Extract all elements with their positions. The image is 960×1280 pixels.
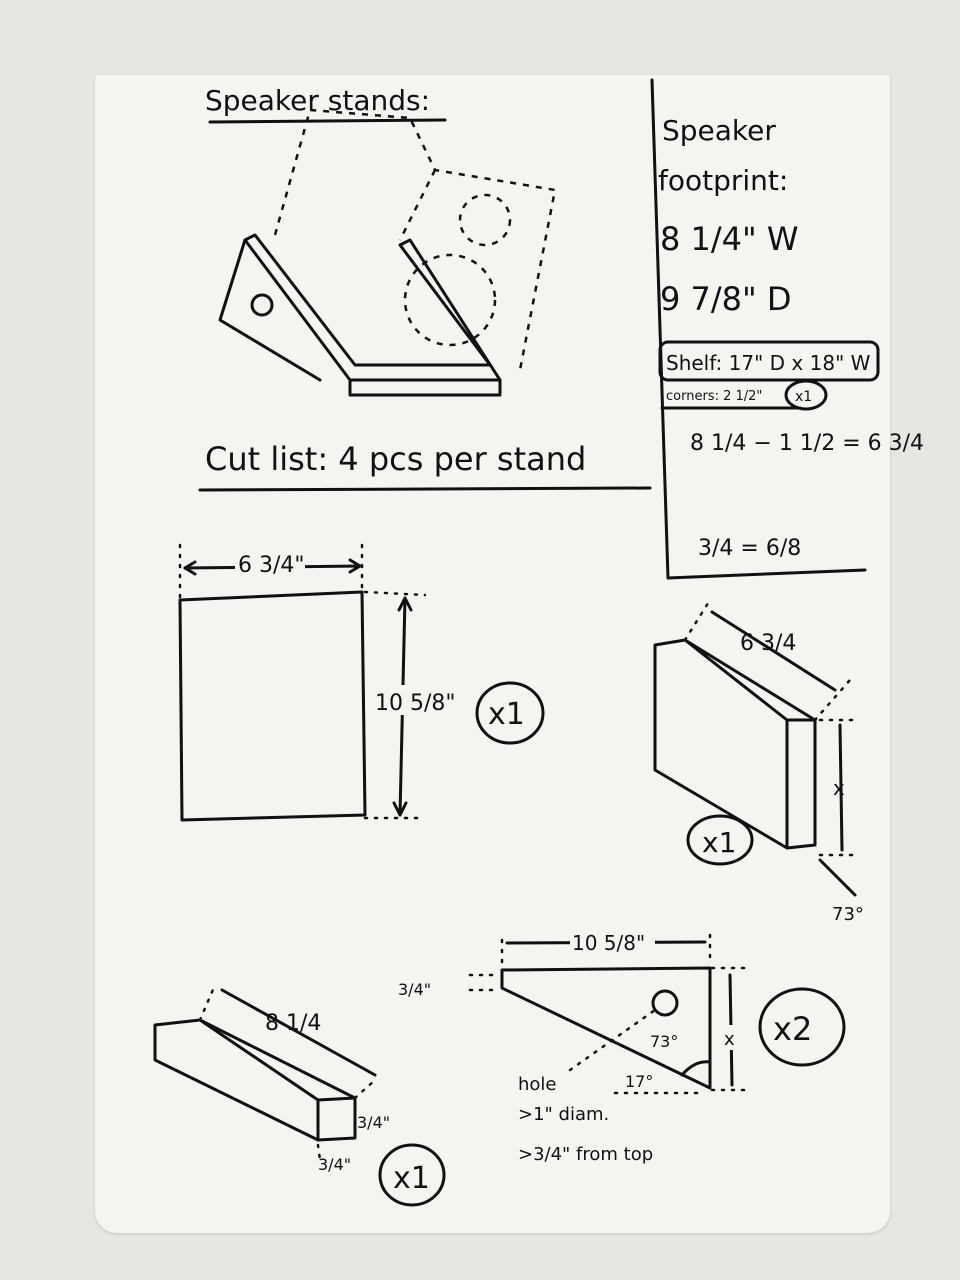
piece-2-length: 6 3/4 [740, 631, 796, 656]
corners-note: corners: 2 1/2" [666, 389, 762, 404]
footprint-width: 8 1/4" W [660, 220, 799, 258]
piece-1-width: 6 3/4" [238, 553, 305, 578]
piece-4-triangle: 10 5/8" 3/4" x 73° 17° x2 hole >1" diam.… [398, 928, 846, 1165]
hole-note: hole [518, 1074, 557, 1095]
piece-1-qty: x1 [488, 697, 525, 732]
piece-2-angle: 73° [832, 904, 864, 925]
piece-3-bottom: 3/4" [318, 1155, 351, 1174]
piece-4-width: 10 5/8" [572, 931, 645, 955]
piece-3-strip: 8 1/4 3/4" 3/4" x1 [153, 983, 446, 1207]
piece-4-qty: x2 [773, 1010, 812, 1048]
piece-4-height: x [724, 1029, 735, 1050]
piece-1-height: 10 5/8" [375, 691, 456, 716]
column-border [650, 78, 867, 580]
piece-4-angle-top: 73° [650, 1032, 678, 1051]
shelf-box [658, 340, 880, 382]
hole-position-note: >3/4" from top [518, 1144, 653, 1165]
cut-list-heading: Cut list: 4 pcs per stand [205, 440, 586, 478]
piece-4-edge: 3/4" [398, 980, 431, 999]
title-underline [208, 118, 447, 124]
shelf-dimensions: Shelf: 17" D x 18" W [666, 351, 871, 375]
title: Speaker stands: [205, 84, 430, 117]
piece-3-qty: x1 [393, 1161, 430, 1196]
piece-1-panel: 6 3/4" 10 5/8" x1 [178, 543, 545, 822]
footprint-label-2: footprint: [658, 164, 788, 197]
piece-3-side: 3/4" [357, 1113, 390, 1132]
piece-3-length: 8 1/4 [265, 1011, 321, 1036]
cut-list-underline [198, 486, 652, 492]
piece-4-angle-bottom: 17° [625, 1072, 653, 1091]
calculation-1: 8 1/4 − 1 1/2 = 6 3/4 [690, 431, 924, 456]
corners-count: x1 [795, 389, 812, 405]
piece-2-qty: x1 [702, 826, 736, 859]
stand-sketch [218, 108, 557, 397]
hole-diameter-note: >1" diam. [518, 1104, 609, 1125]
footprint-label: Speaker [662, 114, 776, 147]
corners-circle [784, 379, 828, 411]
footprint-depth: 9 7/8" D [660, 280, 792, 318]
piece-2-board: 6 3/4 x x1 73° [653, 598, 864, 925]
piece-2-height: x [833, 776, 845, 800]
calculation-2: 3/4 = 6/8 [698, 536, 801, 561]
